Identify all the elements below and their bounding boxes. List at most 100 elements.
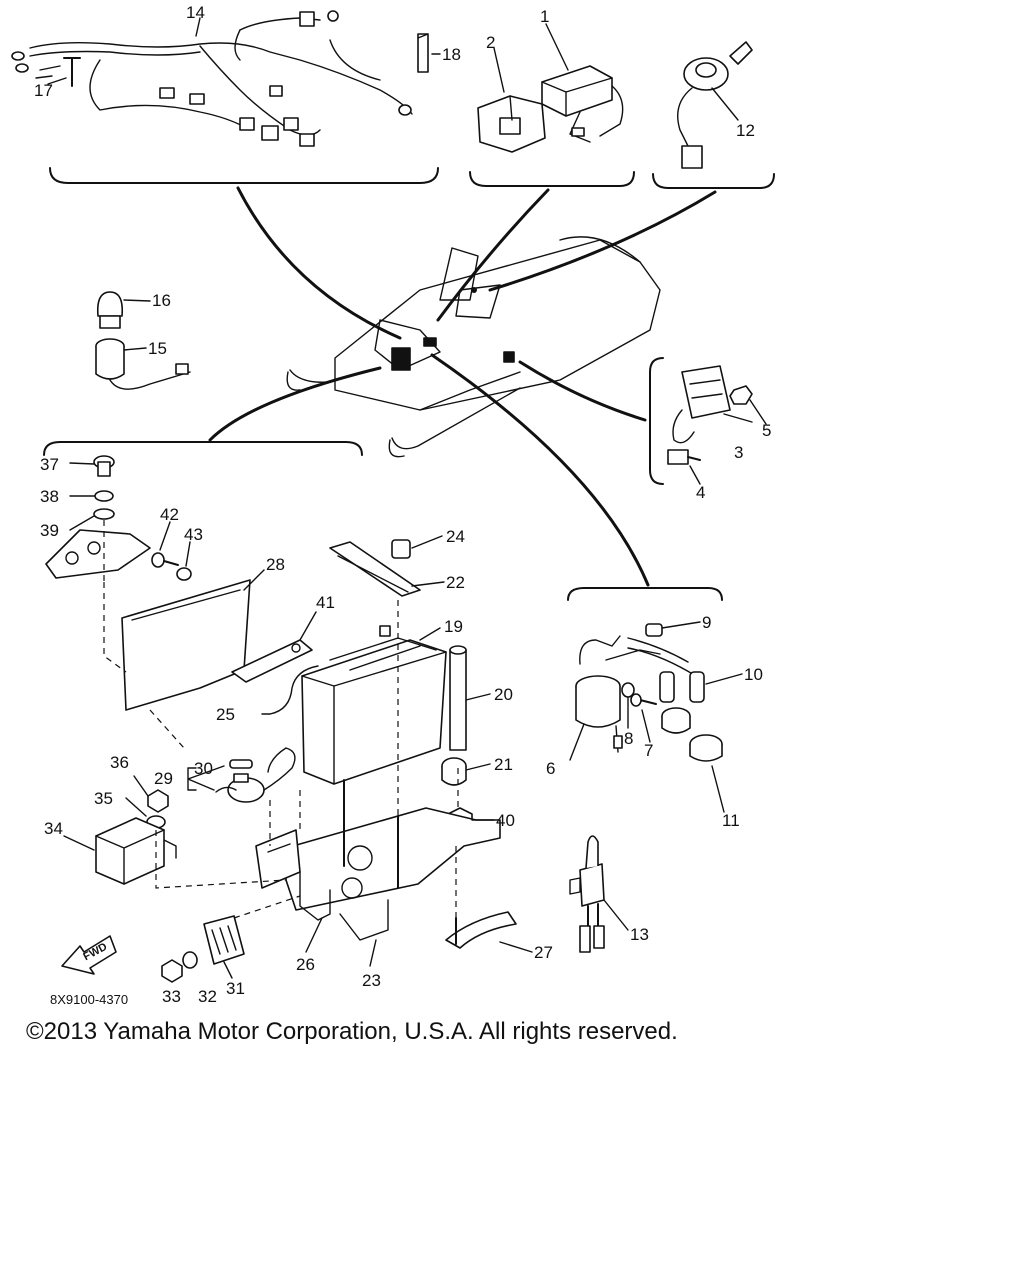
plug-cap-9 (645, 623, 663, 637)
part-label-41: 41 (316, 593, 335, 612)
wire-harness (11, 10, 413, 147)
part-label-42: 42 (160, 505, 179, 524)
washer-38 (94, 490, 114, 502)
part-label-5: 5 (762, 421, 771, 440)
part-label-21: 21 (494, 755, 513, 774)
label-leaders (47, 17, 767, 979)
clamp-27 (445, 911, 517, 949)
parts-diagram: FWD (11, 3, 775, 1007)
part-label-15: 15 (148, 339, 167, 358)
part-label-38: 38 (40, 487, 59, 506)
part-labels: 14 1 2 18 17 12 16 15 5 3 4 37 38 39 42 … (34, 3, 771, 1007)
part-label-17: 17 (34, 81, 53, 100)
part-label-2: 2 (486, 33, 495, 52)
bracket-battery-group (43, 441, 363, 456)
part-label-32: 32 (198, 987, 217, 1006)
fwd-arrow-icon: FWD (61, 935, 117, 975)
bracket-coil-group (567, 587, 723, 601)
part-label-26: 26 (296, 955, 315, 974)
diagram-code: 8X9100-4370 (50, 992, 128, 1007)
part-label-23: 23 (362, 971, 381, 990)
fuse-holder-29 (215, 747, 296, 803)
screw-17 (63, 57, 81, 87)
fuse-30 (229, 759, 253, 769)
part-label-16: 16 (152, 291, 171, 310)
part-label-1: 1 (540, 7, 549, 26)
part-label-8: 8 (624, 729, 633, 748)
part-label-39: 39 (40, 521, 59, 540)
part-label-36: 36 (110, 753, 129, 772)
bracket-switch-group (652, 173, 775, 189)
washer-39 (93, 508, 115, 520)
boot-11 (661, 707, 723, 762)
part-label-6: 6 (546, 759, 555, 778)
part-label-18: 18 (442, 45, 461, 64)
starter-relay-34 (95, 817, 177, 885)
plug-cap-10 (627, 637, 705, 703)
part-label-24: 24 (446, 527, 465, 546)
toggle-switch-13 (569, 835, 605, 953)
part-label-34: 34 (44, 819, 63, 838)
bracket-26 (255, 829, 301, 889)
tube-20 (449, 645, 467, 751)
bolt-37 (93, 455, 115, 477)
part-label-40: 40 (496, 811, 515, 830)
part-label-4: 4 (696, 483, 705, 502)
leader-regulator (518, 360, 647, 422)
part-label-7: 7 (644, 741, 653, 760)
leader-harness (236, 186, 402, 340)
socket-15 (95, 338, 191, 390)
main-switch (677, 41, 753, 169)
leader-cdi (436, 188, 550, 322)
cap-21 (441, 757, 467, 786)
bolt-4 (667, 449, 701, 465)
nut-33 (161, 959, 183, 983)
part-label-43: 43 (184, 525, 203, 544)
leader-coil (430, 353, 650, 587)
snowmobile-body (286, 236, 661, 458)
part-label-13: 13 (630, 925, 649, 944)
terminal-cover-31 (203, 915, 245, 965)
battery-cover-28 (121, 579, 251, 711)
part-label-20: 20 (494, 685, 513, 704)
nut-36 (147, 789, 169, 813)
part-label-11: 11 (722, 811, 740, 830)
cdi-cover (477, 95, 546, 153)
regulator-3 (672, 365, 731, 444)
bracket-plate (45, 529, 151, 579)
part-label-9: 9 (702, 613, 711, 632)
part-label-3: 3 (734, 443, 743, 462)
ignition-coil-6 (575, 635, 661, 753)
clip-18 (417, 33, 429, 73)
bracket-cdi-group (469, 171, 635, 187)
part-label-12: 12 (736, 121, 755, 140)
relay-bracket-41 (231, 639, 313, 683)
part-label-14: 14 (186, 3, 205, 22)
bolt-7 (630, 693, 657, 707)
part-label-35: 35 (94, 789, 113, 808)
bolt-42 (151, 552, 179, 568)
part-label-19: 19 (444, 617, 463, 636)
cap-24 (391, 539, 411, 559)
bracket-regulator-group (649, 357, 664, 485)
bulb-16 (96, 291, 124, 329)
part-label-25: 25 (216, 705, 235, 724)
part-label-29: 29 (154, 769, 173, 788)
leader-battery (208, 366, 382, 442)
cdi-unit (541, 65, 624, 143)
strap-22 (329, 541, 421, 597)
part-label-10: 10 (744, 665, 763, 684)
nut-8 (621, 682, 635, 698)
part-label-31: 31 (226, 979, 245, 998)
part-label-33: 33 (162, 987, 181, 1006)
part-label-22: 22 (446, 573, 465, 592)
lead-25 (269, 665, 319, 715)
copyright-notice: ©2013 Yamaha Motor Corporation, U.S.A. A… (26, 1018, 678, 1045)
battery-19 (301, 625, 447, 785)
part-label-27: 27 (534, 943, 553, 962)
part-label-37: 37 (40, 455, 59, 474)
battery-tray (285, 779, 501, 941)
part-label-30: 30 (194, 759, 213, 778)
bracket-harness-group (49, 167, 439, 184)
nut-5 (729, 385, 753, 405)
